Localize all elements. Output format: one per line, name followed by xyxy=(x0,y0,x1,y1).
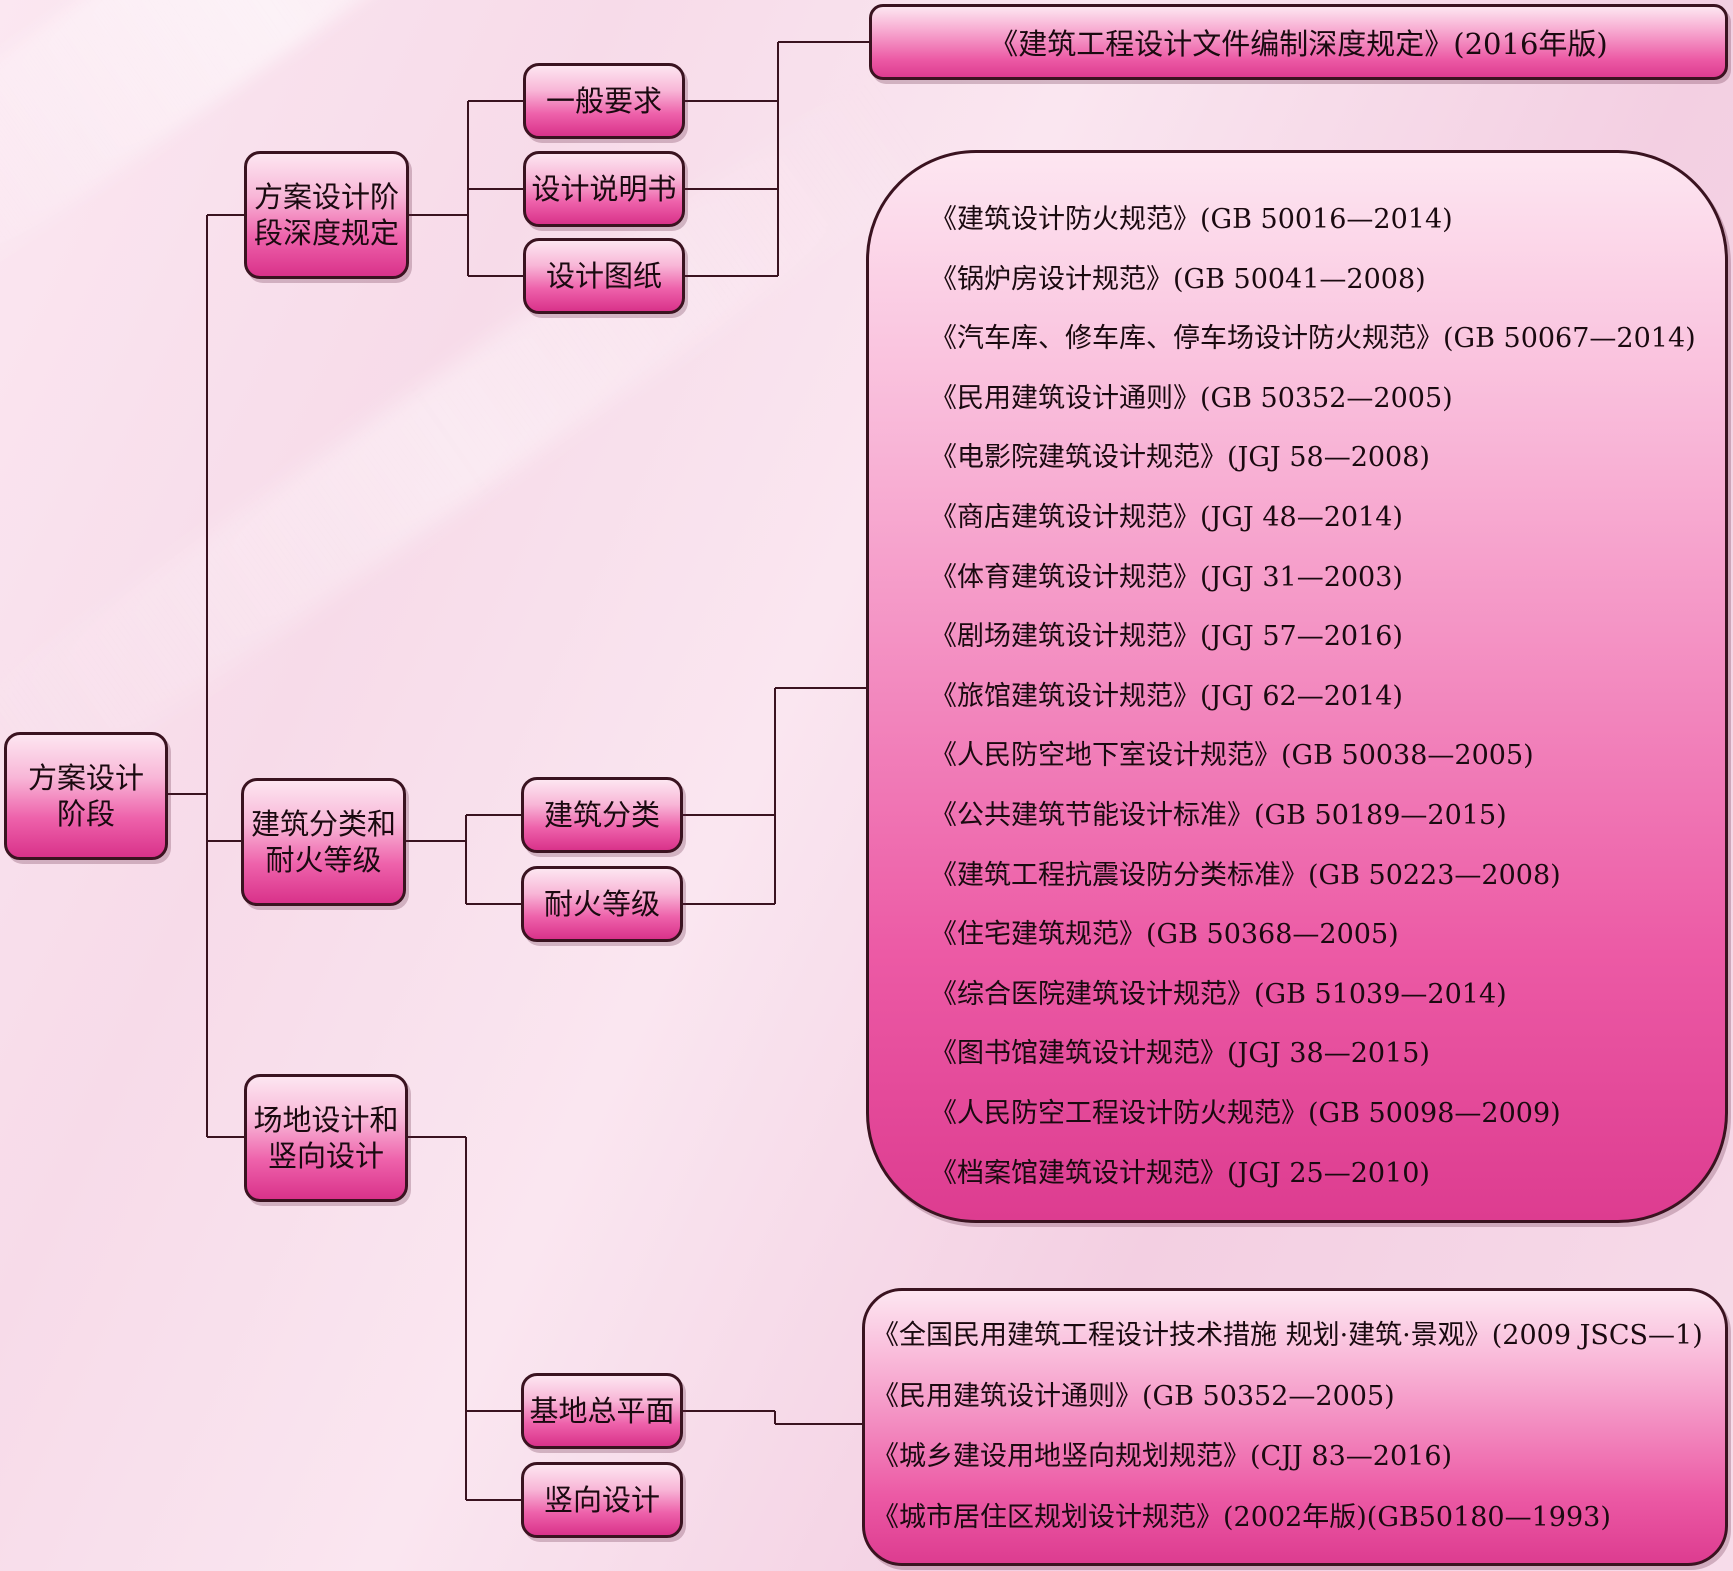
root-node[interactable]: 方案设计 阶段 xyxy=(4,732,168,860)
node-label: 基地总平面 xyxy=(529,1394,675,1428)
depth-standard-box: 《建筑工程设计文件编制深度规定》(2016年版) xyxy=(869,4,1728,80)
standard-item: 《公共建筑节能设计标准》(GB 50189—2015) xyxy=(930,799,1507,831)
node-label: 竖向设计 xyxy=(543,1483,660,1517)
standard-item: 《汽车库、修车库、停车场设计防火规范》(GB 50067—2014) xyxy=(930,323,1696,355)
node-label: 设计说明书 xyxy=(531,172,677,206)
standard-item: 《锅炉房设计规范》(GB 50041—2008) xyxy=(930,263,1426,295)
node-label: 场地设计和 竖向设计 xyxy=(253,1103,399,1173)
standard-item: 《档案馆建筑设计规范》(JGJ 25—2010) xyxy=(930,1157,1430,1189)
standard-item: 《住宅建筑规范》(GB 50368—2005) xyxy=(930,919,1399,951)
standard-item: 《电影院建筑设计规范》(JGJ 58—2008) xyxy=(930,442,1430,474)
node-label: 设计图纸 xyxy=(545,259,662,293)
standard-item: 《人民防空地下室设计规范》(GB 50038—2005) xyxy=(930,740,1534,772)
standard-item: 《民用建筑设计通则》(GB 50352—2005) xyxy=(930,382,1453,414)
standard-item: 《商店建筑设计规范》(JGJ 48—2014) xyxy=(930,501,1403,533)
standard-item: 《人民防空工程设计防火规范》(GB 50098—2009) xyxy=(930,1097,1561,1129)
node-design-drawings[interactable]: 设计图纸 xyxy=(523,238,685,314)
standard-item: 《城市居住区规划设计规范》(2002年版)(GB50180—1993) xyxy=(872,1501,1611,1533)
standard-item: 《建筑设计防火规范》(GB 50016—2014) xyxy=(930,204,1453,235)
node-label: 一般要求 xyxy=(545,84,662,118)
node-classification[interactable]: 建筑分类 xyxy=(521,777,683,853)
depth-standard-text: 《建筑工程设计文件编制深度规定》(2016年版) xyxy=(989,27,1608,61)
node-label: 方案设计阶 段深度规定 xyxy=(253,180,399,250)
classification-standards-list: 《建筑设计防火规范》(GB 50016—2014) 《锅炉房设计规范》(GB 50… xyxy=(930,190,1720,1203)
standard-item: 《体育建筑设计规范》(JGJ 31—2003) xyxy=(930,561,1403,593)
node-site-vertical-design[interactable]: 场地设计和 竖向设计 xyxy=(244,1074,408,1202)
node-general-requirements[interactable]: 一般要求 xyxy=(523,63,685,139)
classification-standards-box xyxy=(866,150,1728,1223)
standard-item: 《城乡建设用地竖向规划规范》(CJJ 83—2016) xyxy=(872,1441,1453,1472)
node-site-plan[interactable]: 基地总平面 xyxy=(521,1373,683,1449)
node-design-statement[interactable]: 设计说明书 xyxy=(523,151,685,227)
standard-item: 《全国民用建筑工程设计技术措施 规划·建筑·景观》(2009 JSCS—1) xyxy=(872,1320,1703,1351)
standard-item: 《建筑工程抗震设防分类标准》(GB 50223—2008) xyxy=(930,859,1561,891)
node-fire-resistance[interactable]: 耐火等级 xyxy=(521,866,683,942)
node-vertical-design[interactable]: 竖向设计 xyxy=(521,1462,683,1538)
standard-item: 《民用建筑设计通则》(GB 50352—2005) xyxy=(872,1380,1395,1412)
standard-item: 《旅馆建筑设计规范》(JGJ 62—2014) xyxy=(930,680,1403,712)
node-label: 耐火等级 xyxy=(543,887,660,921)
site-standards-box xyxy=(862,1288,1728,1566)
node-label: 建筑分类和 耐火等级 xyxy=(250,807,396,877)
node-building-classification[interactable]: 建筑分类和 耐火等级 xyxy=(241,778,406,906)
standard-item: 《剧场建筑设计规范》(JGJ 57—2016) xyxy=(930,621,1403,653)
standard-item: 《图书馆建筑设计规范》(JGJ 38—2015) xyxy=(930,1038,1430,1070)
root-node-label: 方案设计 阶段 xyxy=(27,761,144,831)
node-label: 建筑分类 xyxy=(543,798,660,832)
standard-item: 《综合医院建筑设计规范》(GB 51039—2014) xyxy=(930,978,1507,1010)
site-standards-list: 《全国民用建筑工程设计技术措施 规划·建筑·景观》(2009 JSCS—1) 《民… xyxy=(872,1306,1722,1548)
node-scheme-depth[interactable]: 方案设计阶 段深度规定 xyxy=(244,151,409,279)
